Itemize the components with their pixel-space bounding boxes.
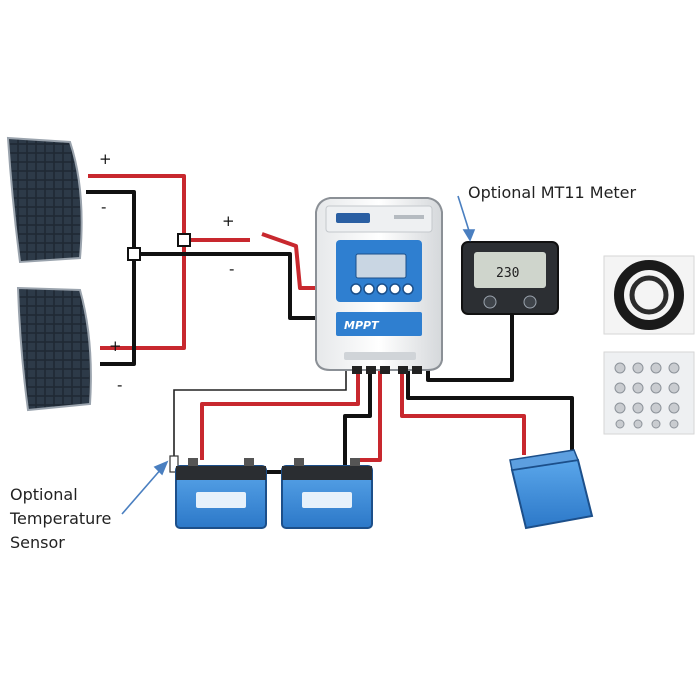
panel1-positive-marker: +	[99, 150, 112, 168]
controller-buttons	[350, 283, 414, 295]
meter-reading: 230	[496, 266, 519, 281]
mt11-meter: 230	[461, 241, 559, 315]
controller-type-label: MPPT	[344, 319, 380, 332]
battery-load	[509, 449, 594, 530]
mounting-hardware-photo	[603, 351, 695, 435]
positive-junction-connector	[177, 233, 191, 247]
sensor-label-line1: Optional	[10, 485, 78, 504]
cable-coil-photo	[603, 255, 695, 335]
panel2-negative-marker: -	[117, 376, 123, 394]
panel1-negative-marker: -	[101, 198, 107, 216]
battery-left	[175, 458, 267, 529]
charge-controller: MPPT	[315, 197, 443, 374]
sensor-label-line3: Sensor	[10, 533, 65, 552]
controller-lcd	[355, 253, 407, 279]
temperature-sensor-wire	[173, 368, 347, 458]
meter-callout-arrow	[457, 195, 476, 242]
controller-terminals	[352, 366, 422, 374]
solar-panel-bottom	[16, 286, 92, 412]
meter-button-left	[483, 295, 497, 309]
battery-middle	[281, 458, 373, 529]
array-negative-marker: -	[229, 260, 235, 278]
sensor-label-line2: Temperature	[10, 509, 112, 528]
solar-panel-top	[6, 136, 83, 264]
meter-label: Optional MT11 Meter	[468, 183, 637, 202]
sensor-callout-arrow	[121, 460, 169, 515]
negative-junction-connector	[127, 247, 141, 261]
meter-button-right	[523, 295, 537, 309]
array-positive-marker: +	[222, 212, 235, 230]
temperature-sensor-probe	[169, 455, 179, 473]
panel2-positive-marker: +	[109, 337, 122, 355]
controller-logo	[336, 213, 370, 223]
positive-wires	[88, 174, 526, 462]
temperature-sensor-label: Optional Temperature Sensor	[10, 483, 111, 555]
